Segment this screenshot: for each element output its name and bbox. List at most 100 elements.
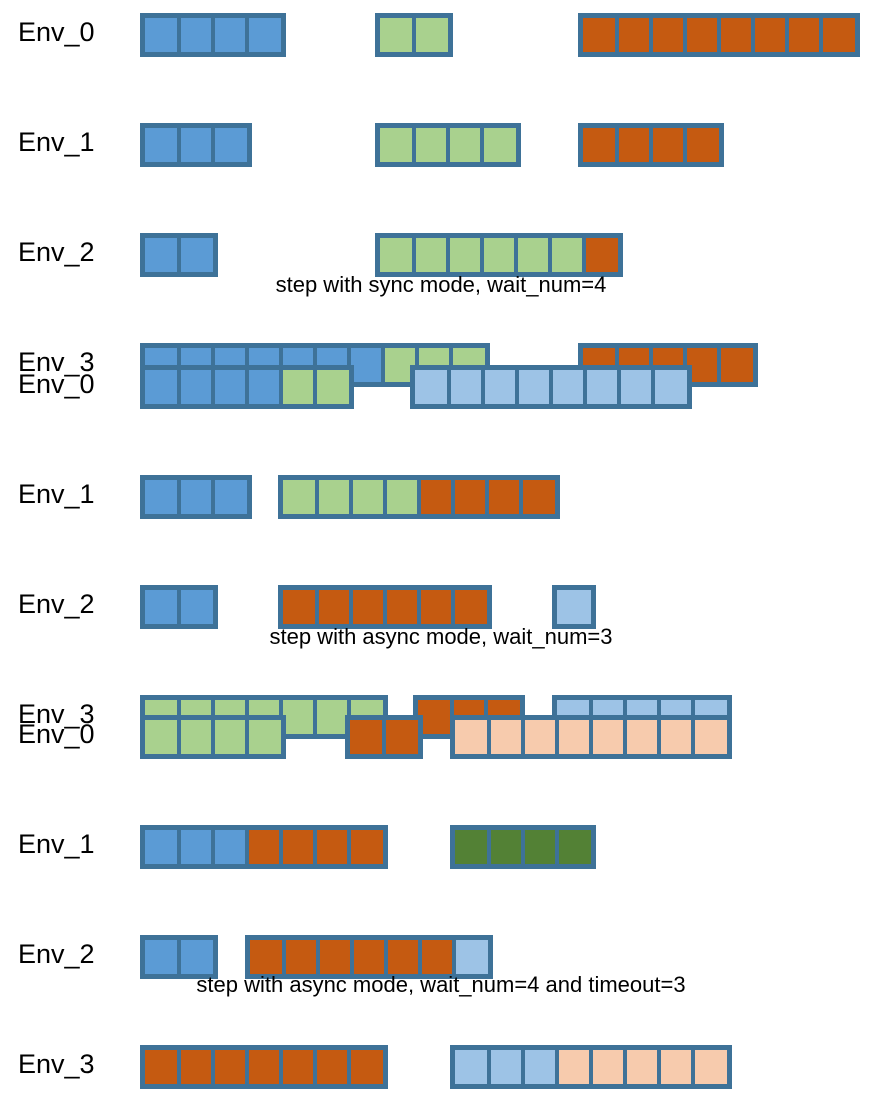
- env-row-label: Env_0: [18, 17, 95, 47]
- step-cell-orange: [349, 830, 383, 864]
- timeline-row: Env_1: [0, 472, 882, 527]
- step-cell-light-blue: [454, 940, 488, 974]
- step-cell-peach: [591, 720, 625, 754]
- step-cell-dark-green: [455, 830, 489, 864]
- step-cell-orange: [384, 720, 418, 754]
- step-cell-orange: [521, 480, 555, 514]
- env-row-label: Env_0: [18, 369, 95, 399]
- step-cell-peach: [591, 1050, 625, 1084]
- step-cell-green: [380, 18, 414, 52]
- timeline-row: Env_2: [0, 230, 882, 285]
- step-cell-orange: [685, 128, 719, 162]
- step-cell-blue: [179, 590, 213, 624]
- env-row-label: Env_1: [18, 479, 95, 509]
- step-cell-green: [482, 128, 516, 162]
- step-cell-peach: [557, 1050, 591, 1084]
- timeline-row: Env_0: [0, 362, 882, 417]
- step-cell-orange: [584, 238, 618, 272]
- panel-caption: step with async mode, wait_num=3: [269, 624, 613, 649]
- panel-caption: step with async mode, wait_num=4 and tim…: [196, 972, 686, 997]
- step-cell-blue: [179, 18, 213, 52]
- step-cell-green: [380, 128, 414, 162]
- step-cell-peach: [523, 720, 557, 754]
- timeline-row: Env_1: [0, 120, 882, 175]
- env-row-label: Env_3: [18, 699, 95, 729]
- step-cell-green: [351, 480, 385, 514]
- step-cell-dark-green: [489, 830, 523, 864]
- step-block-group: [140, 233, 218, 277]
- step-cell-blue: [213, 128, 247, 162]
- step-block-group: [410, 365, 692, 409]
- step-cell-blue: [349, 348, 383, 382]
- step-cell-peach: [557, 720, 591, 754]
- step-cell-peach: [625, 1050, 659, 1084]
- step-cell-orange: [787, 18, 821, 52]
- env-row-label: Env_1: [18, 127, 95, 157]
- step-cell-orange: [617, 128, 651, 162]
- step-cell-green: [550, 238, 584, 272]
- step-cell-orange: [315, 1050, 349, 1084]
- step-block-group: [278, 585, 492, 629]
- step-cell-orange: [281, 830, 315, 864]
- step-block-group: [450, 825, 596, 869]
- step-cell-blue: [213, 18, 247, 52]
- step-cell-green: [482, 238, 516, 272]
- env-row-label: Env_0: [18, 719, 95, 749]
- step-cell-orange: [685, 18, 719, 52]
- step-block-group: [450, 1045, 732, 1089]
- step-cell-orange: [719, 348, 753, 382]
- step-block-group: [375, 123, 521, 167]
- step-cell-blue: [213, 830, 247, 864]
- step-cell-peach: [659, 1050, 693, 1084]
- step-cell-orange: [247, 1050, 281, 1084]
- step-cell-orange: [753, 18, 787, 52]
- step-cell-green: [281, 700, 315, 734]
- env-row-label: Env_2: [18, 237, 95, 267]
- step-cell-peach: [489, 720, 523, 754]
- step-cell-orange: [179, 1050, 213, 1084]
- step-cell-orange: [281, 1050, 315, 1084]
- step-block-group: [140, 123, 252, 167]
- step-cell-blue: [247, 370, 281, 404]
- step-cell-orange: [651, 18, 685, 52]
- step-block-group: [140, 715, 286, 759]
- step-block-group: [578, 13, 860, 57]
- timeline-row: Env_2: [0, 932, 882, 987]
- step-block-group: [140, 1045, 388, 1089]
- timeline-row: Env_1: [0, 822, 882, 877]
- env-row-label: Env_3: [18, 1049, 95, 1079]
- step-cell-orange: [719, 18, 753, 52]
- step-cell-orange: [583, 18, 617, 52]
- step-cell-blue: [145, 238, 179, 272]
- step-cell-light-blue: [619, 370, 653, 404]
- step-cell-green: [281, 370, 315, 404]
- env-row-label: Env_3: [18, 347, 95, 377]
- step-block-group: [140, 585, 218, 629]
- step-cell-orange: [419, 480, 453, 514]
- step-cell-peach: [693, 720, 727, 754]
- step-cell-green: [385, 480, 419, 514]
- step-cell-orange: [651, 128, 685, 162]
- step-cell-green: [283, 480, 317, 514]
- step-cell-orange: [145, 1050, 179, 1084]
- step-cell-orange: [453, 480, 487, 514]
- step-cell-light-blue: [551, 370, 585, 404]
- step-cell-green: [179, 720, 213, 754]
- step-cell-blue: [145, 370, 179, 404]
- step-cell-orange: [386, 940, 420, 974]
- timeline-row: Env_0: [0, 10, 882, 65]
- step-cell-orange: [821, 18, 855, 52]
- step-cell-orange: [385, 590, 419, 624]
- step-cell-orange: [247, 830, 281, 864]
- step-cell-green: [213, 720, 247, 754]
- step-cell-blue: [145, 830, 179, 864]
- step-cell-light-blue: [517, 370, 551, 404]
- step-cell-blue: [145, 590, 179, 624]
- step-cell-light-blue: [585, 370, 619, 404]
- step-cell-green: [315, 370, 349, 404]
- step-block-group: [245, 935, 493, 979]
- step-cell-light-blue: [523, 1050, 557, 1084]
